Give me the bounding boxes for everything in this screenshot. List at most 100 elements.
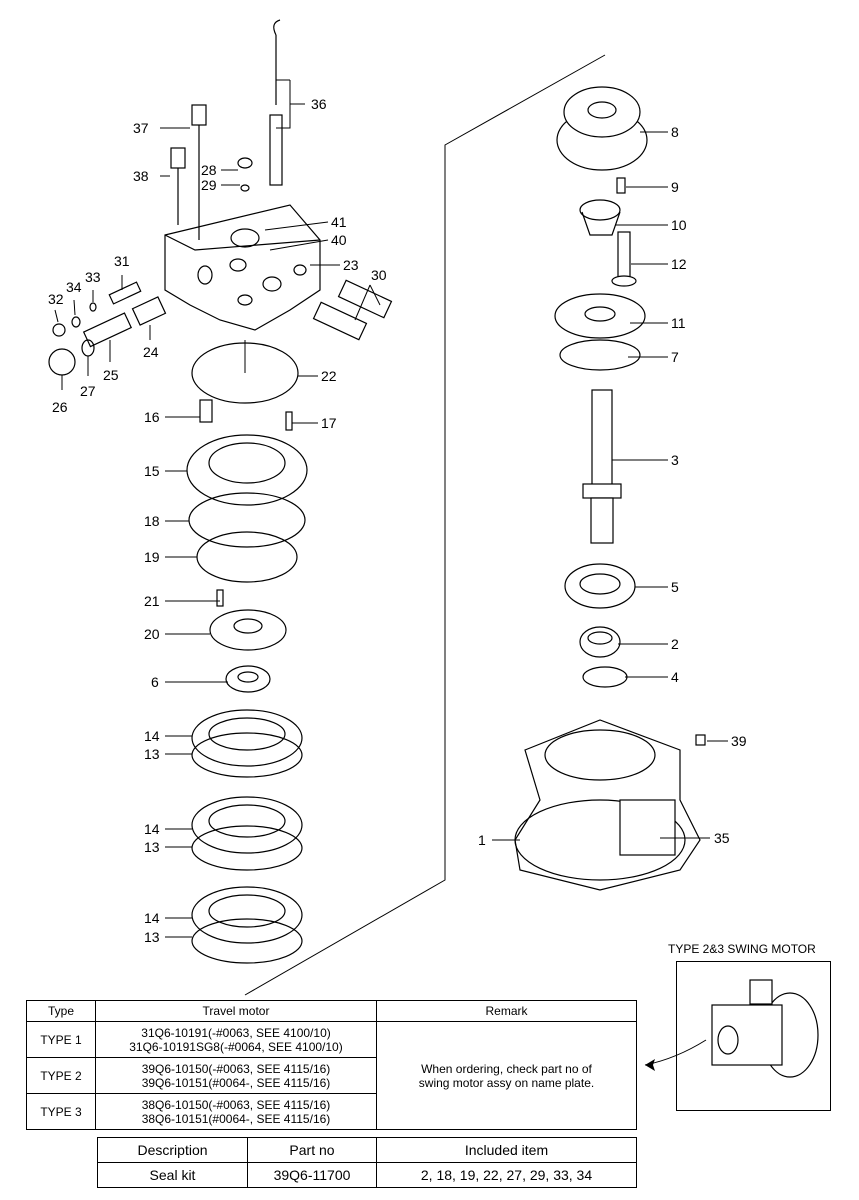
travel-motor-line: 39Q6-10151(#0064-, SEE 4115/16) [141, 1075, 331, 1090]
header-description: Description [97, 1137, 248, 1163]
callout-label: 10 [671, 217, 687, 233]
callout-label: 24 [143, 344, 159, 360]
included-item-cell: 2, 18, 19, 22, 27, 29, 33, 34 [376, 1162, 637, 1188]
callout-label: 14 [144, 910, 160, 926]
cylinder-block [556, 86, 648, 171]
callout-label: 34 [66, 279, 82, 295]
header-part-no: Part no [247, 1137, 377, 1163]
leader-lines [54, 79, 728, 938]
level-gauge [269, 19, 283, 186]
type-cell: TYPE 2 [26, 1057, 96, 1094]
callout-label: 17 [321, 415, 337, 431]
header-type: Type [26, 1000, 96, 1022]
remark-line: swing motor assy on name plate. [418, 1075, 595, 1090]
plug [237, 157, 253, 192]
inset-pointer-arrow [644, 1039, 707, 1071]
callout-label: 13 [144, 746, 160, 762]
callout-label: 37 [133, 120, 149, 136]
callout-label: 41 [331, 214, 347, 230]
valve-plate [209, 609, 287, 651]
spring-9 [616, 177, 626, 194]
callout-label: 29 [201, 177, 217, 193]
seal-kit-table: Description Part no Included item Seal k… [97, 1137, 637, 1188]
table-row: Seal kit 39Q6-11700 2, 18, 19, 22, 27, 2… [97, 1162, 637, 1188]
header-remark: Remark [376, 1000, 637, 1022]
callout-label: 40 [331, 232, 347, 248]
callout-label: 32 [48, 291, 64, 307]
spring [199, 399, 213, 423]
callout-label: 38 [133, 168, 149, 184]
inset-frame [676, 961, 831, 1111]
pin [285, 411, 293, 431]
inset-motor-sketch [711, 979, 819, 1078]
shoe-plate [559, 339, 641, 371]
set-plate [554, 293, 646, 339]
travel-motor-line: 38Q6-10151(#0064-, SEE 4115/16) [141, 1111, 331, 1126]
needle-bearing [225, 665, 271, 693]
bushing-2 [579, 626, 621, 658]
type-cell: TYPE 1 [26, 1021, 96, 1058]
brake-piston [186, 434, 308, 506]
type-cell: TYPE 3 [26, 1093, 96, 1130]
pin-21 [216, 589, 224, 607]
callout-label: 14 [144, 821, 160, 837]
snap-ring [582, 666, 628, 688]
callout-label: 8 [671, 124, 679, 140]
callout-label: 39 [731, 733, 747, 749]
valve-body [164, 204, 321, 331]
callout-label: 35 [714, 830, 730, 846]
callout-label: 31 [114, 253, 130, 269]
plug-39 [695, 734, 706, 746]
callout-label: 13 [144, 929, 160, 945]
o-ring-19 [196, 531, 298, 583]
callout-label: 6 [151, 674, 159, 690]
callout-label: 4 [671, 669, 679, 685]
travel-motor-line: 38Q6-10150(-#0063, SEE 4115/16) [141, 1097, 331, 1112]
description-cell: Seal kit [97, 1162, 248, 1188]
callout-label: 9 [671, 179, 679, 195]
callout-label: 1 [478, 832, 486, 848]
callout-label: 19 [144, 549, 160, 565]
callout-label: 16 [144, 409, 160, 425]
o-ring-18 [188, 492, 306, 548]
callout-label: 14 [144, 728, 160, 744]
drive-shaft [582, 389, 622, 544]
travel-motor-line: 39Q6-10150(-#0063, SEE 4115/16) [141, 1061, 331, 1076]
inset-title: TYPE 2&3 SWING MOTOR [668, 942, 816, 956]
callout-label: 2 [671, 636, 679, 652]
bolts [170, 104, 207, 240]
table-row: TYPE 3 38Q6-10150(-#0063, SEE 4115/16)38… [26, 1093, 637, 1130]
part-no-cell: 39Q6-11700 [247, 1162, 377, 1188]
friction-plates [191, 709, 303, 964]
check-valves [312, 279, 393, 341]
spherical-bushing [579, 199, 621, 236]
piston-12 [611, 231, 637, 287]
callout-label: 33 [85, 269, 101, 285]
table-header-row: Description Part no Included item [97, 1137, 637, 1163]
callout-label: 26 [52, 399, 68, 415]
remark-line: When ordering, check part no of [421, 1061, 592, 1076]
callout-label: 28 [201, 162, 217, 178]
callout-label: 15 [144, 463, 160, 479]
table-row: TYPE 2 39Q6-10150(-#0063, SEE 4115/16)39… [26, 1057, 637, 1094]
callout-label: 3 [671, 452, 679, 468]
roller-bearing [564, 563, 636, 609]
table-row: TYPE 1 31Q6-10191(-#0063, SEE 4100/10)31… [26, 1021, 637, 1130]
travel-motor-line: 31Q6-10191(-#0063, SEE 4100/10) [141, 1025, 331, 1040]
travel-motor-cell: 39Q6-10150(-#0063, SEE 4115/16)39Q6-1015… [95, 1057, 377, 1094]
casing [514, 719, 701, 891]
callout-label: 25 [103, 367, 119, 383]
callout-label: 30 [371, 267, 387, 283]
table-header-row: Type Travel motor Remark [26, 1000, 637, 1022]
callout-label: 23 [343, 257, 359, 273]
callout-label: 18 [144, 513, 160, 529]
relief-valve-parts [48, 281, 167, 376]
header-included-item: Included item [376, 1137, 637, 1163]
callout-label: 22 [321, 368, 337, 384]
callout-label: 27 [80, 383, 96, 399]
callout-label: 11 [671, 315, 686, 331]
callout-label: 13 [144, 839, 160, 855]
callout-label: 7 [671, 349, 679, 365]
